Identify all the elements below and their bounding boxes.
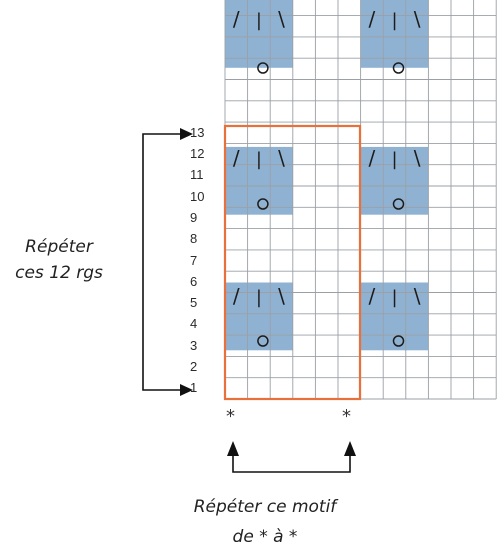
knit-symbol: |: [256, 149, 262, 170]
k2tog-symbol: /: [369, 7, 376, 31]
row-label-2: 2: [190, 359, 198, 375]
row-label-7: 7: [190, 252, 198, 268]
asterisk-left: *: [226, 406, 235, 427]
row-label-1: 1: [190, 380, 198, 396]
ssk-symbol: \: [278, 284, 285, 308]
ssk-symbol: \: [278, 7, 285, 31]
blue-block-3: [360, 146, 429, 215]
k2tog-symbol: /: [233, 7, 240, 31]
row-label-9: 9: [190, 209, 198, 225]
row-label-11: 11: [190, 167, 204, 183]
row-label-3: 3: [190, 337, 198, 353]
blue-block-0: [225, 0, 293, 68]
stitch-symbols: / | \ / | \ / | \ / | \ / | \ / | \: [233, 7, 421, 347]
ssk-symbol: \: [278, 146, 285, 170]
motif-repeat-bracket: [232, 455, 351, 473]
row-repeat-label-line2: ces 12 rgs: [15, 263, 103, 283]
row-label-10: 10: [190, 188, 205, 204]
blue-block-2: [225, 146, 293, 215]
row-repeat-label-line1: Répéter: [25, 237, 93, 257]
row-repeat-label: Répéter ces 12 rgs: [0, 234, 118, 286]
knit-symbol: |: [391, 149, 397, 170]
yarn-over-symbol: [392, 335, 405, 347]
row-label-4: 4: [190, 316, 198, 332]
row-label-13: 13: [190, 124, 205, 140]
ssk-symbol: \: [414, 146, 421, 170]
arrow-head-row-12: [180, 128, 193, 140]
k2tog-symbol: /: [233, 146, 240, 170]
arrow-head-left-star: [227, 441, 239, 456]
arrow-head-right-star: [344, 441, 356, 456]
row-label-8: 8: [190, 231, 198, 247]
knit-symbol: |: [256, 287, 262, 308]
k2tog-symbol: /: [233, 284, 240, 308]
repeat-outline: [223, 124, 362, 401]
yarn-over-symbol: [392, 62, 405, 74]
yarn-over-symbol: [257, 198, 269, 210]
motif-repeat-label-line1: Répéter ce motif: [193, 497, 337, 517]
ssk-symbol: \: [414, 284, 421, 308]
row-label-12: 12: [190, 146, 205, 162]
k2tog-symbol: /: [369, 146, 376, 170]
asterisk-right: *: [342, 406, 351, 427]
knit-symbol: |: [391, 287, 397, 308]
row-label-5: 5: [190, 295, 198, 311]
knit-symbol: |: [256, 10, 262, 31]
k2tog-symbol: /: [369, 284, 376, 308]
knit-symbol: |: [391, 10, 397, 31]
yarn-over-symbol: [392, 198, 405, 210]
blue-block-1: [360, 0, 429, 68]
motif-repeat-label: Répéter ce motif de * à *: [170, 492, 360, 552]
yarn-over-symbol: [257, 335, 269, 347]
yarn-over-symbol: [257, 62, 269, 74]
ssk-symbol: \: [414, 7, 421, 31]
row-repeat-bracket: [142, 133, 185, 391]
row-label-6: 6: [190, 273, 198, 289]
motif-repeat-label-line2: de * à *: [232, 527, 298, 547]
arrow-head-row-1: [180, 384, 193, 396]
